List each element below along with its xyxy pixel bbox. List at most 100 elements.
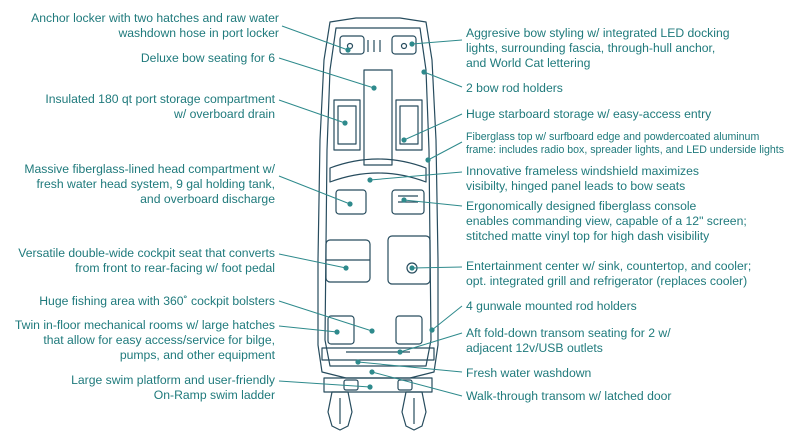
callout-cockpit-seat-line-1: Versatile double-wide cockpit seat that … [18, 246, 275, 260]
pointer-dot-mechanical-rooms [334, 329, 340, 335]
pointer-dot-rod-holders-bow [421, 69, 427, 75]
callout-entertainment: Entertainment center w/ sink, countertop… [466, 259, 751, 289]
callout-console: Ergonomically designed fiberglass consol… [466, 199, 747, 244]
callout-swim-platform-line-2: On-Ramp swim ladder [153, 388, 275, 402]
callout-cockpit-seat: Versatile double-wide cockpit seat that … [5, 246, 275, 276]
leader-mechanical-rooms [278, 325, 338, 333]
leader-gunwale-rods [431, 305, 463, 331]
callout-windshield-line-1: Innovative frameless windshield maximize… [466, 164, 700, 178]
callout-fiberglass-top-line-1: Fiberglass top w/ surfboard edge and pow… [466, 131, 760, 143]
callout-head-compartment: Massive fiberglass-lined head compartmen… [10, 162, 275, 207]
bow-seat-port [333, 99, 361, 151]
callout-console-line-1: Ergonomically designed fiberglass consol… [466, 199, 697, 213]
bow-seat-starboard [395, 99, 423, 151]
leader-bow-styling [411, 39, 463, 45]
leader-console [403, 199, 463, 207]
callout-fishing-area: Huge fishing area with 360˚ cockpit bols… [10, 294, 275, 309]
pointer-dot-swim-platform [367, 384, 373, 390]
outboard-motor-port [327, 391, 353, 431]
pointer-dot-cockpit-seat [343, 265, 349, 271]
leader-fishing-area [278, 300, 373, 332]
leader-cockpit-seat [278, 253, 347, 269]
pointer-dot-transom-seating [397, 349, 403, 355]
callout-mechanical-rooms-line-3: pumps, and other equipment [119, 348, 275, 362]
pointer-dot-fiberglass-top [425, 157, 431, 163]
pointer-dot-bow-seating [371, 85, 377, 91]
pointer-dot-starboard-storage [401, 137, 407, 143]
callout-transom-seating-line-1: Aft fold-down transom seating for 2 w/ [466, 326, 671, 340]
leader-swim-platform [278, 380, 371, 388]
callout-cockpit-seat-line-2: from front to rear-facing w/ foot pedal [75, 261, 275, 275]
leader-windshield [369, 171, 463, 181]
callout-gunwale-rods: 4 gunwale mounted rod holders [466, 299, 637, 314]
transom [321, 347, 435, 361]
leader-port-storage [278, 99, 346, 124]
hull-outline [317, 17, 439, 379]
callout-fishing-area-line-1: Huge fishing area with 360˚ cockpit bols… [39, 294, 275, 308]
callout-fiberglass-top: Fiberglass top w/ surfboard edge and pow… [466, 131, 784, 157]
callout-console-line-3: stitched matte vinyl top for high dash v… [466, 229, 710, 243]
pointer-dot-entertainment [409, 265, 415, 271]
head-compartment [335, 189, 367, 215]
pointer-dot-anchor-locker [345, 47, 351, 53]
callout-rod-holders-bow: 2 bow rod holders [466, 81, 563, 96]
callout-head-compartment-line-2: fresh water head system, 9 gal holding t… [36, 177, 275, 191]
leader-transom-seating [399, 332, 463, 353]
leader-rod-holders-bow [423, 71, 463, 88]
leader-fiberglass-top [427, 141, 463, 161]
windshield [329, 158, 427, 183]
leader-entertainment [411, 266, 463, 269]
callout-port-storage-line-2: w/ overboard drain [174, 107, 275, 121]
center-walkway [363, 69, 393, 166]
callout-entertainment-line-1: Entertainment center w/ sink, countertop… [466, 259, 752, 273]
callout-washdown: Fresh water washdown [466, 366, 591, 381]
callout-walkthrough-line-1: Walk-through transom w/ latched door [466, 389, 672, 403]
pointer-dot-bow-styling [409, 41, 415, 47]
callout-head-compartment-line-1: Massive fiberglass-lined head compartmen… [24, 162, 275, 176]
bow-hatch-port [339, 35, 365, 55]
callout-bow-seating-line-1: Deluxe bow seating for 6 [140, 51, 275, 65]
leader-anchor-locker [281, 25, 349, 51]
callout-bow-seating: Deluxe bow seating for 6 [20, 51, 275, 66]
pointer-dot-head-compartment [347, 201, 353, 207]
pointer-dot-console [401, 197, 407, 203]
pointer-dot-fishing-area [369, 328, 375, 334]
hull-inner-line [324, 27, 432, 367]
bow-hatch-starboard [391, 35, 417, 55]
callout-fiberglass-top-line-2: frame: includes radio box, spreader ligh… [466, 144, 784, 156]
callout-anchor-locker-line-2: washdown hose in port locker [118, 26, 279, 40]
callout-head-compartment-line-3: and overboard discharge [140, 192, 275, 206]
callout-mechanical-rooms-line-1: Twin in-floor mechanical rooms w/ large … [14, 318, 275, 332]
callout-windshield-line-2: visibilty, hinged panel leads to bow sea… [466, 179, 686, 193]
cockpit-seat [325, 239, 371, 283]
callout-bow-styling: Aggresive bow styling w/ integrated LED … [466, 26, 730, 71]
leader-starboard-storage [403, 113, 463, 141]
pointer-dot-gunwale-rods [429, 327, 435, 333]
pointer-dot-windshield [367, 177, 373, 183]
callout-anchor-locker: Anchor locker with two hatches and raw w… [20, 11, 279, 41]
leader-bow-seating [278, 57, 375, 89]
callout-bow-styling-line-3: and World Cat lettering [466, 56, 591, 70]
mechanical-hatch-starboard [395, 315, 423, 345]
callout-bow-styling-line-2: lights, surrounding fascia, through-hull… [466, 41, 716, 55]
callout-washdown-line-1: Fresh water washdown [466, 366, 592, 380]
leader-walkthrough [371, 371, 463, 397]
outboard-motor-starboard [401, 391, 427, 431]
entertainment-center [387, 235, 431, 285]
callout-mechanical-rooms-line-2: that allow for easy access/service for b… [43, 333, 275, 347]
callout-swim-platform-line-1: Large swim platform and user-friendly [71, 373, 275, 387]
callout-port-storage-line-1: Insulated 180 qt port storage compartmen… [45, 92, 275, 106]
callout-windshield: Innovative frameless windshield maximize… [466, 164, 699, 194]
mechanical-hatch-port [327, 315, 355, 345]
callout-console-line-2: enables commanding view, capable of a 12… [466, 214, 747, 228]
callout-port-storage: Insulated 180 qt port storage compartmen… [20, 92, 275, 122]
callout-entertainment-line-2: opt. integrated grill and refrigerator (… [466, 274, 748, 288]
callout-starboard-storage: Huge starboard storage w/ easy-access en… [466, 107, 711, 122]
leader-washdown [357, 361, 463, 373]
callout-transom-seating: Aft fold-down transom seating for 2 w/ a… [466, 326, 671, 356]
callout-gunwale-rods-line-1: 4 gunwale mounted rod holders [466, 299, 637, 313]
pointer-dot-walkthrough [369, 369, 375, 375]
callout-swim-platform: Large swim platform and user-friendly On… [20, 373, 275, 403]
